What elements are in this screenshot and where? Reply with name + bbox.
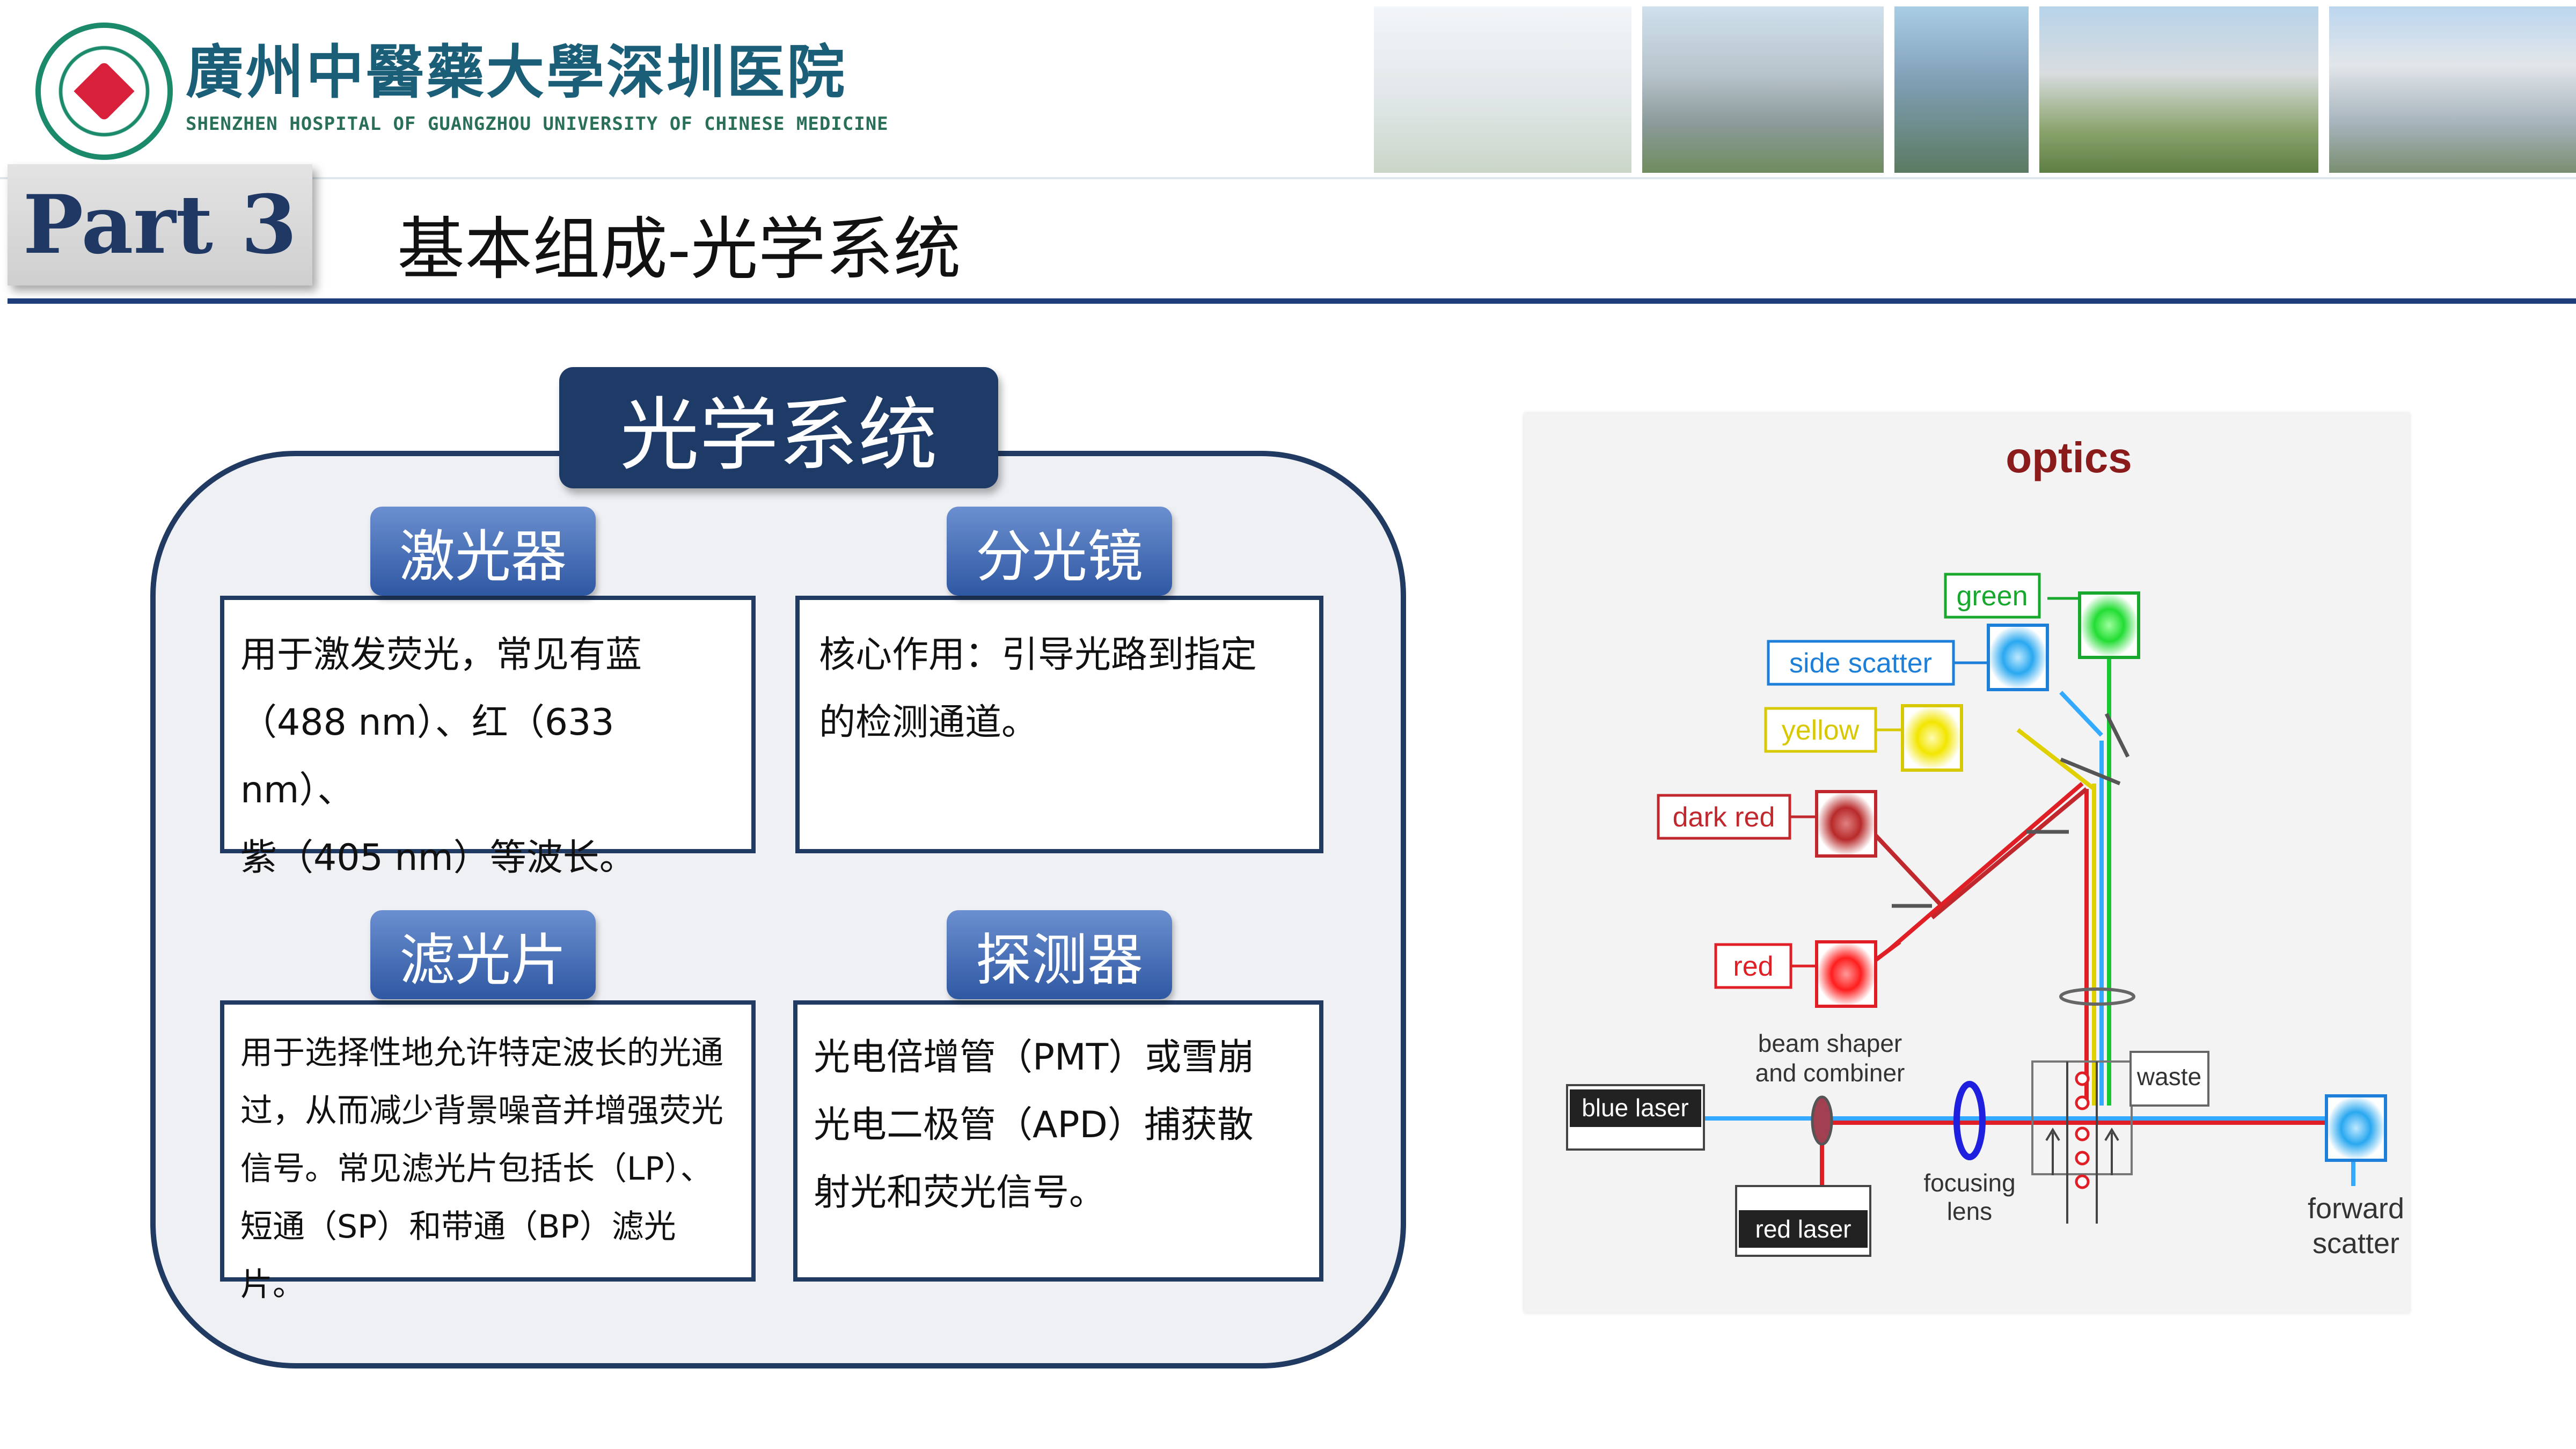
green-label-box — [1944, 573, 2041, 619]
hospital-photo — [1642, 6, 1884, 173]
heart-icon — [74, 61, 135, 122]
cell-particle — [2075, 1126, 2090, 1141]
title-rule — [8, 298, 2576, 304]
waste-label: waste — [2136, 1063, 2201, 1091]
filter-label: 滤光片 — [399, 927, 567, 993]
forward-scatter-label-line1: forward — [2308, 1192, 2404, 1225]
hospital-photo — [2329, 6, 2576, 173]
dichroic-mirror — [2104, 713, 2130, 758]
optics-svg: optics — [1566, 434, 2404, 1260]
header-divider — [0, 177, 2576, 179]
slide-title: 基本组成-光学系统 — [397, 210, 961, 289]
forward-scatter-detector — [2325, 1094, 2387, 1162]
laser-label: 激光器 — [399, 523, 567, 589]
hospital-photo — [2039, 6, 2318, 173]
focusing-lens-label-line2: lens — [1947, 1197, 1992, 1225]
beam-combiner — [1811, 1095, 1833, 1146]
cell-particle — [2075, 1174, 2090, 1189]
red-path-a — [1887, 781, 2084, 952]
yellow-detector — [1901, 704, 1963, 772]
cell-particle — [2075, 1071, 2090, 1086]
side-scatter-label: side scatter — [1789, 648, 1932, 679]
flow-arrow-icon — [2045, 1128, 2060, 1175]
part-label: Part 3 — [23, 178, 297, 272]
laser-description: 用于激发荧光，常见有蓝 （488 nm）、红（633 nm）、 紫（405 nm… — [240, 634, 642, 879]
hospital-photo-strip — [1374, 6, 2576, 173]
cell-particle — [2075, 1095, 2090, 1110]
detector-description: 光电倍增管（PMT）或雪崩 光电二极管（APD）捕获散 射光和荧光信号。 — [814, 1036, 1255, 1214]
filter-pill: 滤光片 — [370, 910, 596, 999]
panel-title: 光学系统 — [620, 389, 938, 481]
green-detector — [2078, 591, 2140, 659]
focusing-lens — [1953, 1081, 1986, 1160]
red-laser-label: red laser — [1755, 1215, 1851, 1243]
hospital-photo — [1894, 6, 2029, 173]
dark-red-label-box — [1657, 794, 1791, 840]
laser-pill: 激光器 — [370, 507, 596, 596]
detector-card: 光电倍增管（PMT）或雪崩 光电二极管（APD）捕获散 射光和荧光信号。 — [793, 1000, 1323, 1282]
dark-red-path-a — [1930, 787, 2088, 920]
part-tab: Part 3 — [8, 164, 312, 286]
side-scatter-path — [2059, 691, 2103, 737]
diagram-title: optics — [2006, 434, 2132, 481]
red-label-box — [1714, 943, 1792, 989]
side-scatter-detector — [1987, 624, 2049, 691]
beam-shaper-label-line1: beam shaper — [1758, 1029, 1902, 1057]
optics-diagram: optics — [1524, 413, 2410, 1313]
cell-particle — [2075, 1151, 2090, 1166]
flow-cell — [2031, 1060, 2133, 1175]
beam-splitter-description: 核心作用：引导光路到指定 的检测通道。 — [819, 634, 1257, 744]
filter-description: 用于选择性地允许特定波长的光通 过，从而减少背景噪音并增强荧光 信号。常见滤光片… — [240, 1034, 723, 1304]
blue-laser-body — [1570, 1089, 1701, 1127]
dark-red-detector — [1815, 790, 1877, 858]
green-label: green — [1957, 581, 2028, 612]
filter-card: 用于选择性地允许特定波长的光通 过，从而减少背景噪音并增强荧光 信号。常见滤光片… — [220, 1000, 756, 1304]
hospital-name-en: SHENZHEN HOSPITAL OF GUANGZHOU UNIVERSIT… — [186, 113, 889, 135]
beam-splitter-card: 核心作用：引导光路到指定 的检测通道。 — [795, 596, 1323, 853]
collection-lens — [2059, 987, 2135, 1006]
dichroic-mirror — [2060, 757, 2121, 786]
yellow-label-box — [1764, 707, 1877, 753]
waste-label-box — [2129, 1051, 2209, 1107]
focusing-lens-label-line1: focusing — [1923, 1169, 2015, 1197]
red-detector — [1815, 940, 1877, 1008]
panel-title-box: 光学系统 — [559, 367, 998, 488]
dark-red-label: dark red — [1673, 802, 1775, 833]
beam-splitter-label: 分光镜 — [975, 523, 1143, 589]
flow-arrow-icon — [2104, 1128, 2119, 1175]
yellow-path — [2016, 728, 2096, 791]
beam-splitter-pill: 分光镜 — [947, 507, 1172, 596]
detector-label: 探测器 — [975, 927, 1143, 993]
blue-laser-label: blue laser — [1582, 1094, 1688, 1122]
forward-scatter-label-line2: scatter — [2312, 1227, 2399, 1260]
hospital-photo — [1374, 6, 1631, 173]
red-label: red — [1733, 951, 1773, 982]
laser-card: 用于激发荧光，常见有蓝 （488 nm）、红（633 nm）、 紫（405 nm… — [220, 596, 756, 879]
hospital-logo — [35, 23, 173, 160]
detector-pill: 探测器 — [947, 910, 1172, 999]
beam-shaper-label-line2: and combiner — [1755, 1059, 1905, 1087]
side-scatter-label-box — [1767, 640, 1955, 686]
hospital-name-cn: 廣州中醫藥大學深圳医院 — [186, 39, 847, 106]
red-laser-body — [1739, 1210, 1868, 1248]
yellow-label: yellow — [1782, 715, 1860, 746]
